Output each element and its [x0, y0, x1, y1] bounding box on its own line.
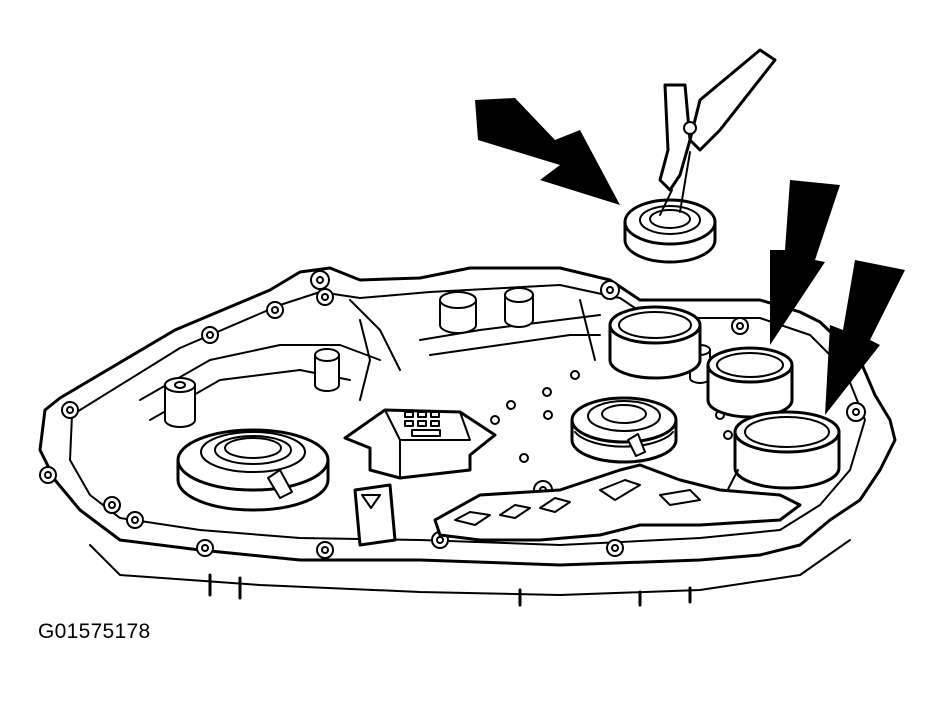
solenoid-block [343, 408, 497, 480]
removal-tool [658, 48, 777, 216]
fluid-channel-plate [433, 463, 802, 542]
arrow-seal-3 [825, 260, 905, 415]
seal-ring-removed [623, 198, 717, 264]
accumulator-bore-2 [706, 346, 794, 419]
accumulator-bore-1 [608, 305, 702, 380]
indicator-arrows [475, 98, 905, 415]
arrow-seal-2 [770, 180, 840, 345]
bolt-holes [39, 270, 866, 559]
center-piston-bore [570, 396, 678, 464]
large-piston-bore-left [176, 428, 330, 512]
triangle-marker-block [353, 483, 397, 547]
accumulator-bore-3 [724, 410, 841, 501]
figure-code: G01575178 [38, 620, 151, 643]
arrow-seal-1 [475, 98, 620, 205]
